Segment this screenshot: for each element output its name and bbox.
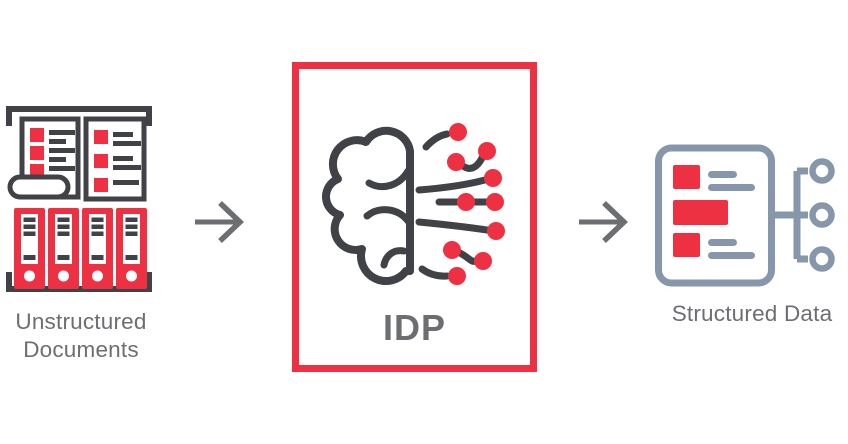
document-icon (83, 116, 147, 202)
right-arrow-icon (579, 201, 628, 243)
node-structured-data (654, 144, 842, 292)
structured-data-label: Structured Data (671, 301, 833, 326)
unstructured-documents-label: Unstructured Documents (0, 308, 162, 364)
brain-circuit-icon (322, 123, 505, 285)
node-idp: IDP (292, 62, 537, 372)
node-unstructured-documents (6, 104, 152, 294)
right-arrow-icon (195, 201, 244, 243)
binder-icon (116, 208, 147, 289)
binder-icon (82, 208, 113, 289)
scroll-curl (7, 174, 71, 200)
shelf-bracket-top (6, 106, 152, 126)
shelf-bracket-bottom (6, 272, 152, 292)
scroll-document-icon (7, 116, 81, 200)
structured-document-fields (673, 165, 755, 259)
tree-node-rings (809, 158, 835, 272)
document-tree-icon (655, 144, 835, 287)
tree-connector (772, 167, 808, 263)
circuit-dots (443, 123, 505, 285)
binder-icon (48, 208, 79, 289)
documents-and-binders-icon (6, 106, 152, 292)
label-line: Documents (23, 337, 139, 362)
label-line: Unstructured (15, 309, 147, 334)
brain-half-outline (322, 126, 414, 285)
idp-label: IDP (382, 307, 446, 348)
binder-icon (14, 208, 45, 289)
